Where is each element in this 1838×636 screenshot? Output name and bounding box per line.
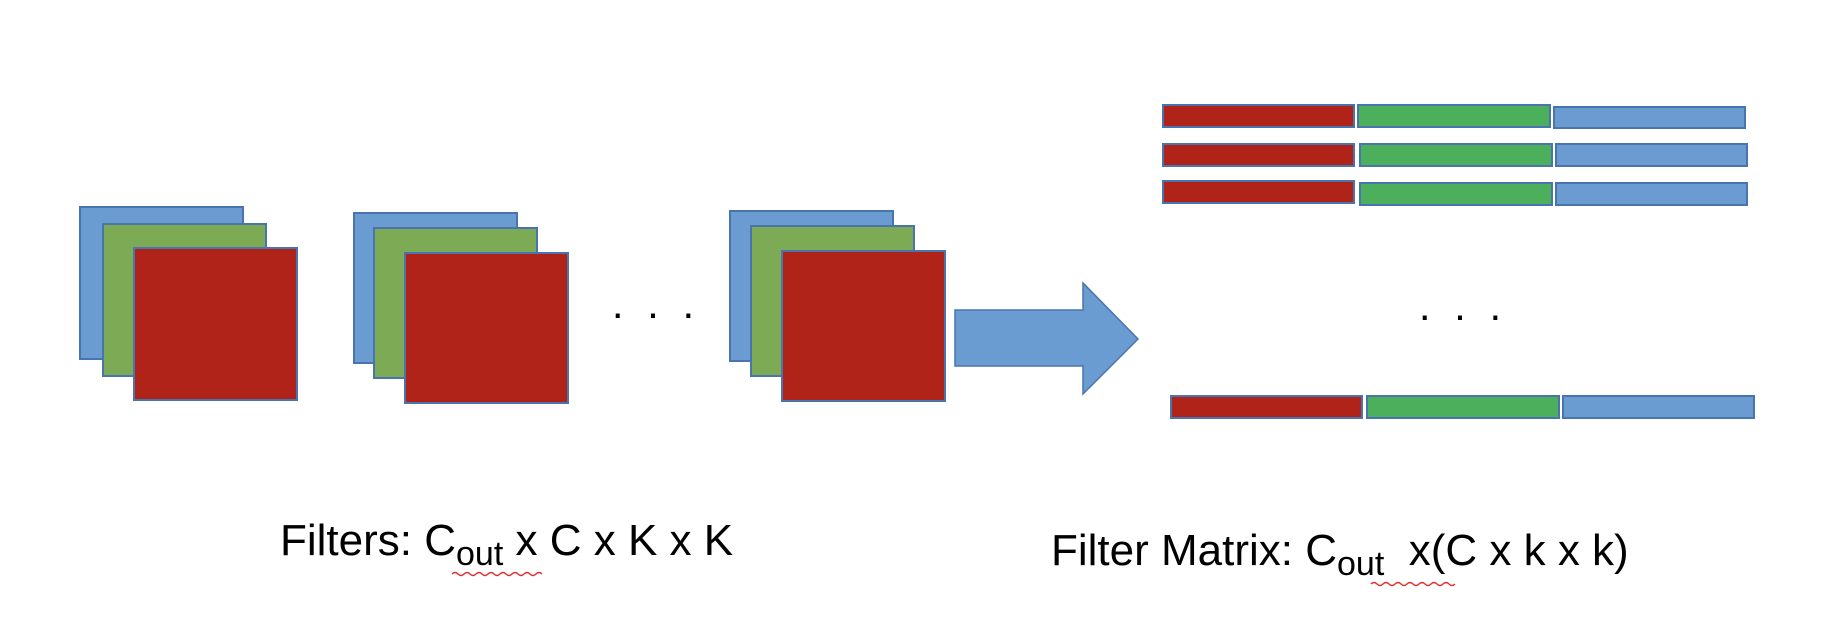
filter-stack-1 (79, 206, 298, 401)
matrix-row-1-segment-green (1357, 104, 1551, 128)
filter-stack-3 (729, 210, 946, 402)
matrix-row-2-segment-blue (1555, 143, 1748, 167)
matrix-row-last-segment-red (1170, 395, 1363, 419)
matrix-row-2-segment-green (1359, 143, 1553, 167)
filter-matrix-caption-subscript: out (1337, 545, 1385, 583)
filter-3-channel-red (781, 250, 946, 402)
filters-caption: Filters: Cout x C x K x K (280, 516, 733, 573)
matrix-row-3 (1162, 180, 1748, 206)
filters-caption-prefix: Filters: C (280, 516, 456, 565)
matrix-row-3-segment-blue (1555, 182, 1748, 206)
matrix-ellipsis: . . . (1419, 282, 1507, 329)
matrix-row-3-segment-red (1162, 180, 1355, 204)
matrix-row-2 (1162, 143, 1748, 167)
filter-2-channel-red (404, 252, 569, 404)
filter-matrix-caption: Filter Matrix: Cout x(C x k x k) (1051, 526, 1629, 583)
matrix-row-3-segment-green (1359, 182, 1553, 206)
filters-caption-subscript: out (456, 535, 504, 573)
filter-matrix-caption-prefix: Filter Matrix: C (1051, 526, 1337, 575)
matrix-row-last-segment-blue (1562, 395, 1755, 419)
matrix-row-last (1170, 395, 1755, 419)
matrix-row-last-segment-green (1366, 395, 1560, 419)
matrix-row-2-segment-red (1162, 143, 1355, 167)
filter-1-channel-red (133, 247, 298, 401)
filter-matrix-caption-suffix: x(C x k x k) (1384, 526, 1628, 575)
matrix-row-1 (1162, 104, 1746, 129)
filters-ellipsis: . . . (612, 280, 700, 327)
filter-stack-2 (353, 212, 569, 404)
filter-matrix-caption-spellcheck-underline (1370, 581, 1456, 587)
filter-matrix: . . . (1162, 104, 1755, 419)
right-arrow-icon (954, 281, 1140, 396)
matrix-row-1-segment-blue (1553, 106, 1746, 129)
matrix-row-1-segment-red (1162, 104, 1355, 128)
filters-caption-spellcheck-underline (451, 571, 543, 577)
filters-caption-suffix: x C x K x K (503, 516, 733, 565)
